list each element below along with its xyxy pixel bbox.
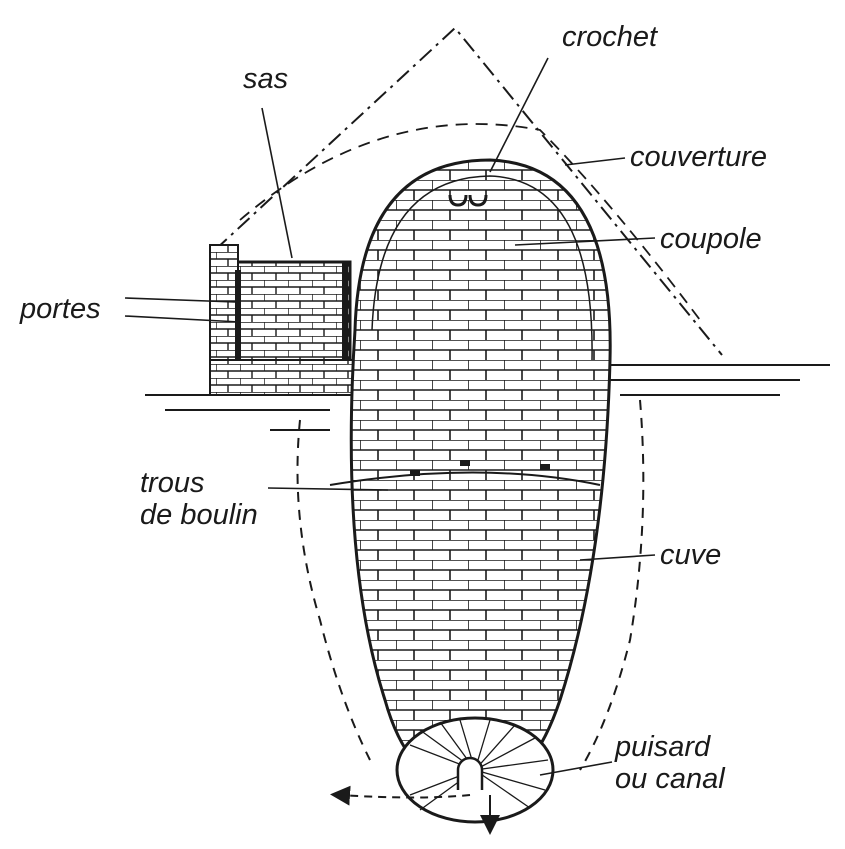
- sas-chamber: [233, 260, 352, 364]
- puisard-rays: [409, 719, 549, 811]
- roof-inner-curve: [239, 123, 701, 321]
- drain-arrow-left: [330, 785, 471, 806]
- label-puisard-line1: puisard: [615, 731, 711, 763]
- label-couverture: couverture: [630, 141, 768, 173]
- label-portes: portes: [20, 293, 101, 325]
- trous-de-boulin-line: [329, 471, 601, 486]
- label-trous-line2: de boulin: [140, 499, 258, 531]
- label-trous-line1: trous: [140, 467, 205, 499]
- roof-outline: [214, 26, 723, 356]
- label-coupole: coupole: [660, 223, 762, 255]
- crochet-hook: [448, 194, 488, 207]
- label-sas: sas: [243, 63, 289, 95]
- label-crochet: crochet: [562, 21, 658, 53]
- label-cuve: cuve: [660, 539, 722, 571]
- label-puisard-line2: ou canal: [615, 763, 725, 795]
- cuve-body: [349, 158, 612, 792]
